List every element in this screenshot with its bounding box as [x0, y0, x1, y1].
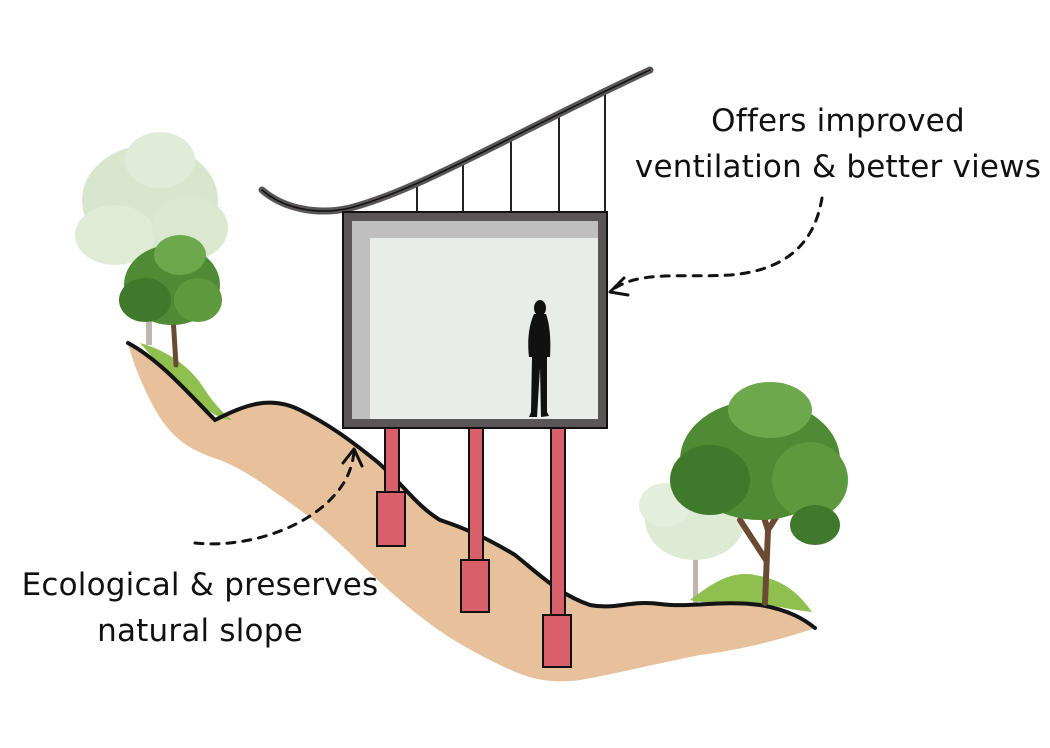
person-silhouette-icon: [528, 300, 551, 417]
tree-left-back: [75, 132, 228, 345]
stilt-2: [468, 427, 484, 564]
arrowhead-bottom: [341, 447, 364, 468]
footing-1: [376, 491, 406, 547]
stilts: [376, 427, 572, 668]
house-interior: [352, 221, 598, 419]
annotation-bottom-line1: Ecological & preserves: [21, 567, 379, 603]
annotation-ecological: Ecological & preserves natural slope: [10, 562, 390, 654]
arrow-bottom: [193, 450, 356, 546]
annotation-ventilation: Offers improved ventilation & better vie…: [628, 98, 1048, 190]
arrowhead-top: [608, 276, 630, 297]
roof-supports: [416, 94, 606, 212]
tree-icon: [119, 235, 222, 368]
footing-3: [542, 614, 572, 668]
arrow-top: [610, 196, 824, 292]
annotation-top-line2: ventilation & better views: [634, 149, 1042, 185]
soil-mass: [128, 343, 815, 682]
annotation-top-line1: Offers improved: [711, 103, 965, 139]
curved-roof: [258, 66, 654, 215]
stilt-3: [550, 427, 566, 619]
annotation-bottom-line2: natural slope: [97, 613, 303, 649]
stilt-1: [384, 427, 400, 499]
footing-2: [460, 559, 490, 613]
tree-icon: [670, 382, 848, 606]
grass-left: [140, 343, 232, 420]
